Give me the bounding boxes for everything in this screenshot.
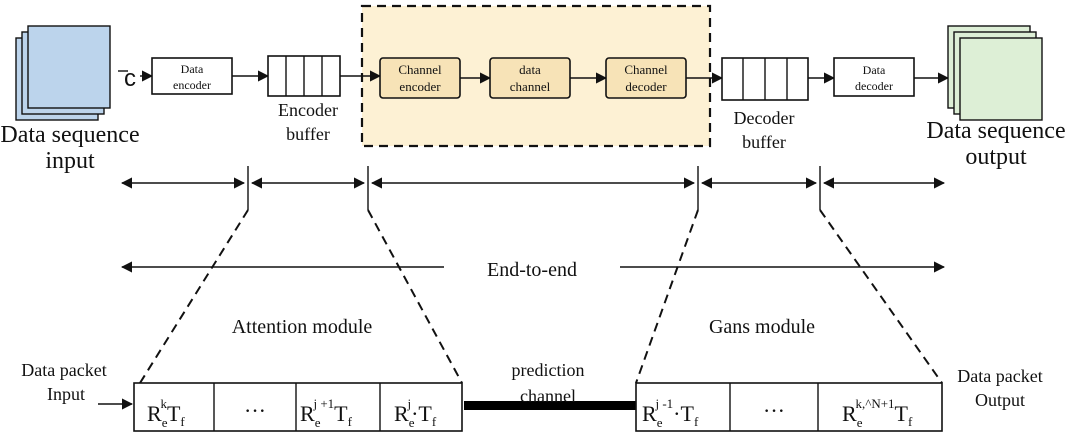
left-packet-cell-3: Rej +1Tf <box>300 396 353 430</box>
channel-decoder-label-1: Channel <box>624 62 668 77</box>
data-encoder-label-1: Data <box>181 62 204 76</box>
packet-output-label-2: Output <box>975 390 1025 410</box>
attention-module-label: Attention module <box>232 316 373 338</box>
left-packet-cell-1: RekTf <box>147 396 185 430</box>
output-title-line2: output <box>965 144 1027 170</box>
prediction-label-2: channel <box>520 386 576 406</box>
input-title-line1: Data sequence <box>0 122 139 148</box>
c-label: c <box>124 65 136 92</box>
prediction-channel-bar <box>464 401 636 410</box>
packet-input-label-1: Data packet <box>21 360 106 380</box>
channel-encoder-label-1: Channel <box>398 62 442 77</box>
input-title-line2: input <box>45 148 95 174</box>
decoder-buffer-box <box>721 57 809 101</box>
decoder-buffer-label-1: Decoder <box>734 108 795 128</box>
data-channel-label-1: data <box>519 62 541 77</box>
right-packet-cell-1: Rej -1·Tf <box>642 396 699 430</box>
right-packet <box>635 382 943 432</box>
packet-output-label-1: Data packet <box>957 366 1042 386</box>
encoder-buffer-label-2: buffer <box>286 124 330 144</box>
channel-encoder-label-2: encoder <box>399 79 441 94</box>
right-packet-cell-3: Rek,^N+1Tf <box>842 396 913 430</box>
data-encoder-label-2: encoder <box>173 78 211 92</box>
prediction-label-1: prediction <box>512 360 585 380</box>
zoom-lines <box>139 209 943 384</box>
encoder-buffer-label-1: Encoder <box>278 100 338 120</box>
data-decoder-label-2: decoder <box>855 79 893 93</box>
right-packet-cell-2: ··· <box>763 398 785 423</box>
left-packet <box>133 382 463 432</box>
data-sequence-input-stack <box>15 25 111 121</box>
channel-decoder-label-2: decoder <box>625 79 667 94</box>
gans-module-label: Gans module <box>709 316 815 338</box>
left-packet-cell-4: Rej·Tf <box>394 396 437 430</box>
output-title-line1: Data sequence <box>926 118 1065 144</box>
data-encoder-box <box>151 57 233 95</box>
decoder-buffer-label-2: buffer <box>742 132 786 152</box>
packet-input-label-2: Input <box>47 384 85 404</box>
data-decoder-label-1: Data <box>863 63 886 77</box>
segment-ticks <box>247 166 821 210</box>
data-decoder-box <box>833 57 915 97</box>
data-sequence-output-stack <box>947 25 1043 121</box>
end-to-end-label: End-to-end <box>487 259 577 281</box>
encoder-buffer-box <box>267 55 341 97</box>
left-packet-cell-2: ··· <box>244 398 266 423</box>
data-channel-label-2: channel <box>510 79 551 94</box>
